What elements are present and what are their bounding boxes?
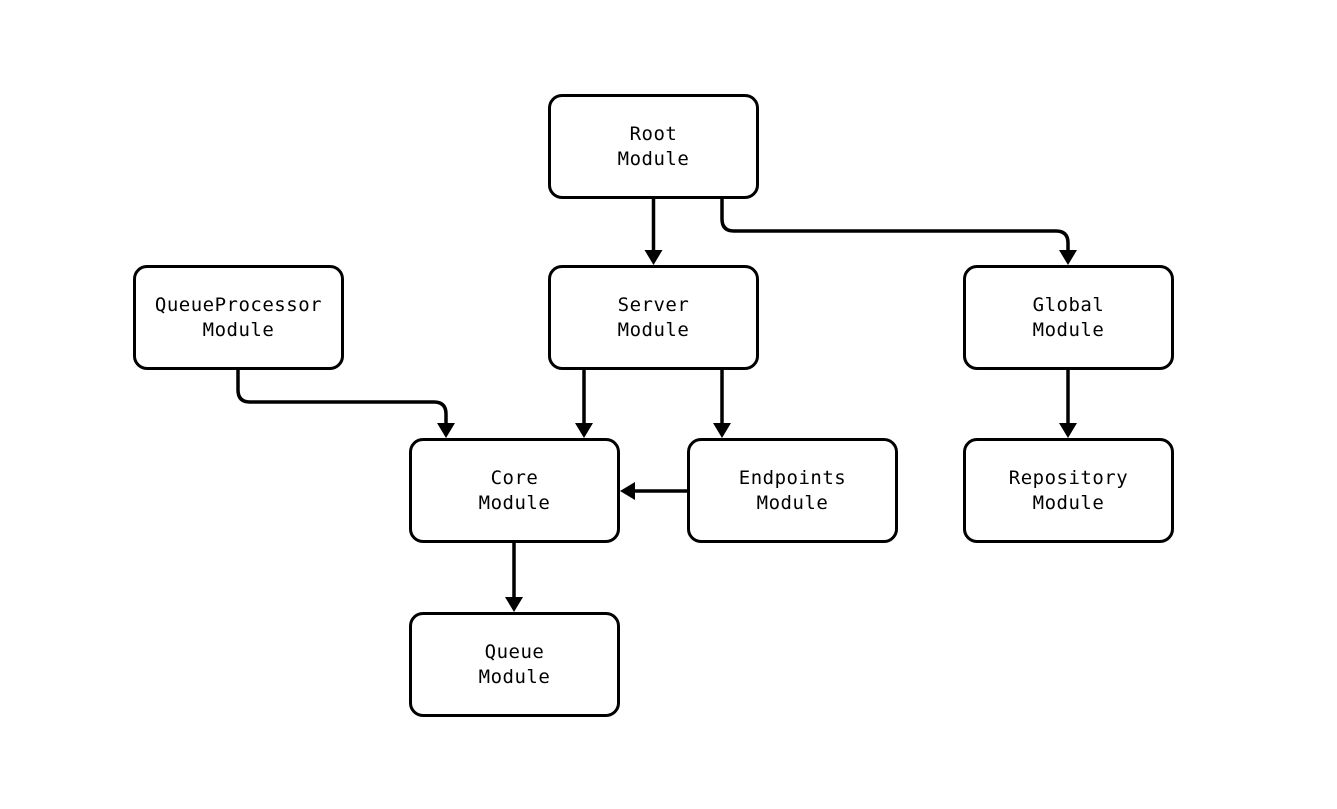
node-server-title: Server (617, 294, 690, 317)
node-queueprocessor-subtitle: Module (202, 318, 275, 341)
edge-endpoints-to-core (620, 482, 687, 500)
edge-server-to-core (575, 370, 593, 438)
node-server-subtitle: Module (617, 318, 690, 341)
edge-core-to-queue (505, 543, 523, 612)
edge-server-to-endpoints (713, 370, 731, 438)
node-repository-title: Repository (1008, 467, 1129, 490)
node-global-title: Global (1032, 294, 1105, 317)
node-queue-title: Queue (484, 641, 545, 664)
node-endpoints-subtitle: Module (756, 491, 829, 514)
node-queue-subtitle: Module (478, 665, 551, 688)
node-queueprocessor-title: QueueProcessor (154, 294, 323, 317)
edge-root-to-server (644, 199, 663, 265)
node-endpoints-title: Endpoints (738, 467, 847, 490)
edge-root-to-global (720, 199, 1077, 265)
node-core-title: Core (490, 467, 539, 490)
node-core-subtitle: Module (478, 491, 551, 514)
node-root-title: Root (629, 123, 678, 146)
edge-queueprocessor-to-core (236, 370, 455, 438)
node-global-subtitle: Module (1032, 318, 1105, 341)
node-repository-subtitle: Module (1032, 491, 1105, 514)
edge-global-to-repository (1059, 370, 1077, 438)
node-root-subtitle: Module (617, 147, 690, 170)
